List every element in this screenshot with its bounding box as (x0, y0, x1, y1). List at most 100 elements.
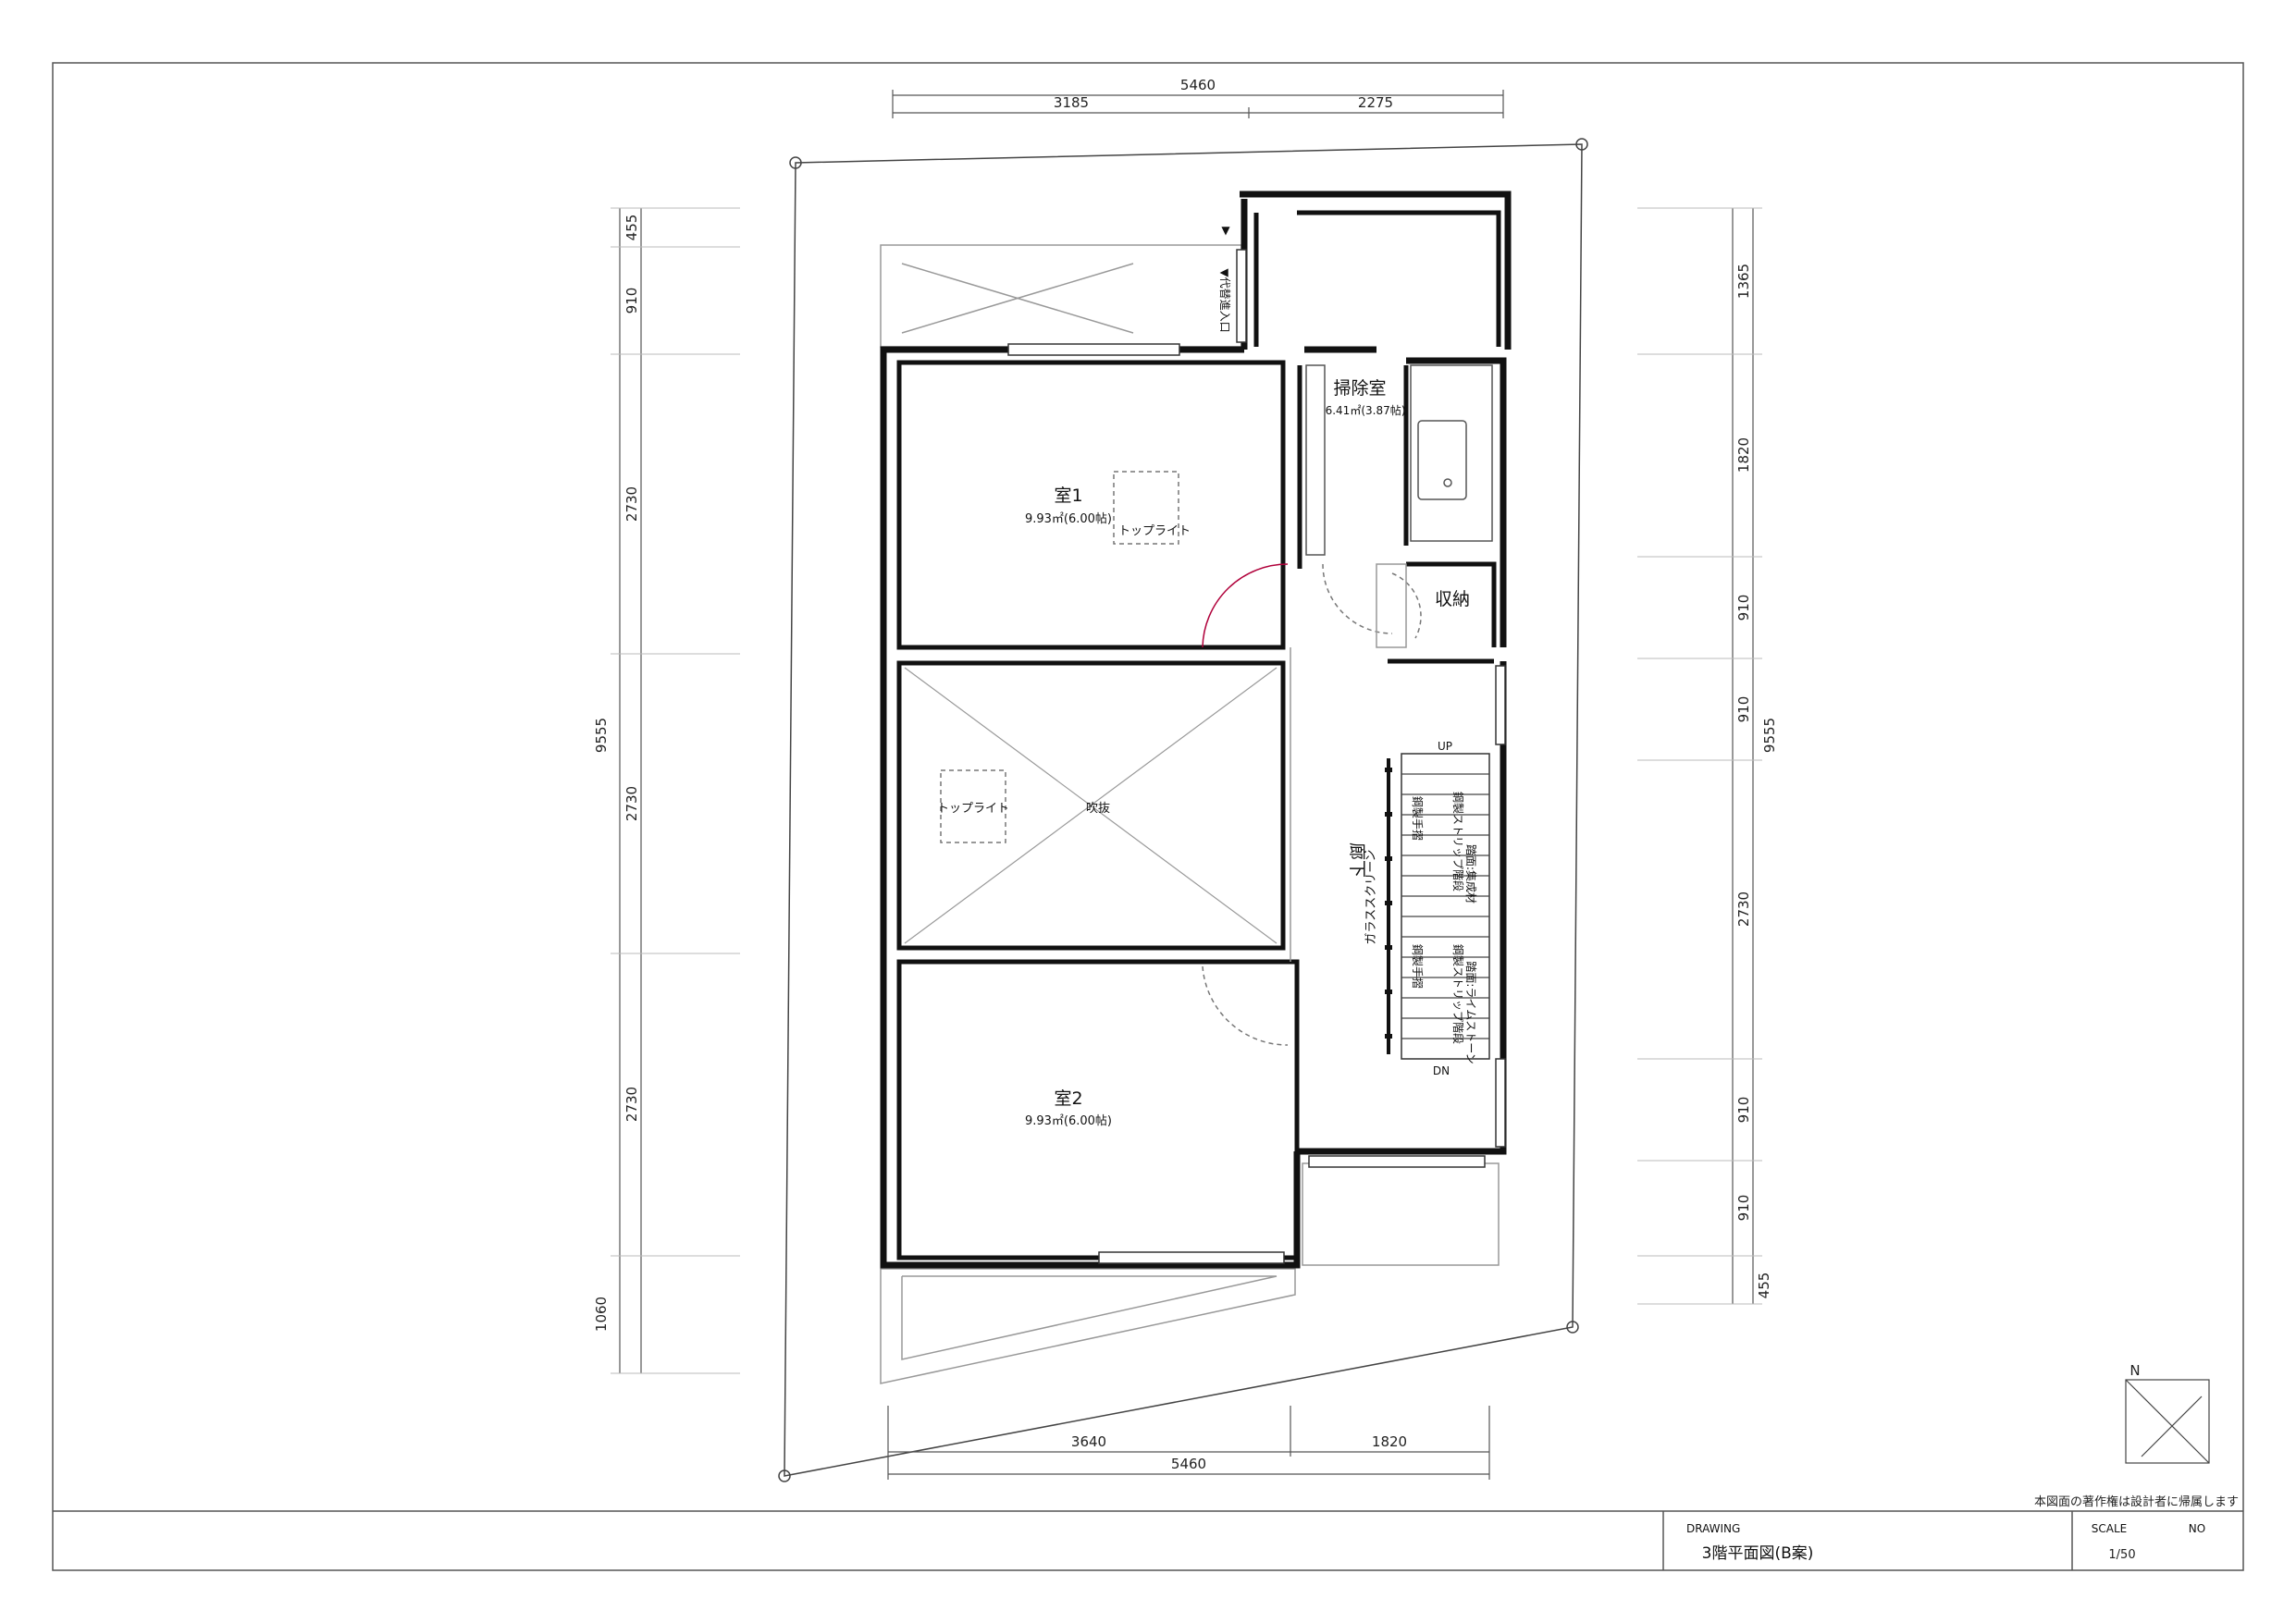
stairs (1401, 753, 1490, 1060)
window-corridor (1308, 1155, 1486, 1168)
alt-entry-label: ▼代替進入口 (1218, 268, 1231, 332)
north-balcony (880, 244, 1242, 348)
dim-right-segment: 2730 (1735, 891, 1752, 927)
copyright-note: 本図面の著作権は設計者に帰属します (2034, 1494, 2239, 1509)
void-name: 吹抜 (1086, 801, 1110, 816)
stair-note: 踏面:集成材 (1464, 844, 1478, 904)
cleaning-shelf (1305, 364, 1326, 556)
room1-skylight-label: トップライト (1118, 524, 1191, 538)
dimension-lines (619, 90, 1754, 1480)
exterior-walls (880, 191, 1512, 1269)
handrail-posts (1385, 768, 1392, 1039)
void-cross (904, 667, 1278, 944)
stair-up-label: UP (1438, 740, 1452, 753)
room1-area: 9.93㎡(6.00帖) (1025, 512, 1112, 526)
dim-left-segment: 2730 (623, 486, 640, 522)
stair-note: 鋼製ストリップ階段 (1451, 792, 1465, 891)
dim-right-segment: 910 (1735, 1097, 1752, 1124)
dim-left-segment: 2730 (623, 786, 640, 821)
sink (1417, 420, 1467, 500)
window-room1 (1007, 343, 1180, 356)
storage-name: 収納 (1435, 589, 1470, 609)
handrail-post (1385, 1034, 1392, 1039)
door-room1 (1202, 563, 1289, 648)
dim-right-total: 9555 (1761, 718, 1778, 753)
stair-note: 踏面:ライムストーン (1464, 961, 1477, 1064)
sheet-border (52, 62, 2244, 1571)
stair-treads (1401, 773, 1489, 1039)
cleaning-counter (1410, 364, 1493, 542)
handrail-post (1385, 768, 1392, 772)
window-stair-upper (1495, 665, 1506, 745)
site-corner-marker (1566, 1321, 1579, 1334)
handrail-post (1385, 812, 1392, 817)
dim-left-segment: 910 (623, 288, 640, 314)
door-swings (1202, 563, 1422, 1046)
handrail-post (1385, 990, 1392, 994)
stair-outline (1401, 753, 1490, 1060)
stair-note: 鋼製ストリップ階段 (1451, 944, 1465, 1044)
void-skylight-label: トップライト (937, 802, 1009, 816)
drawing-title: 3階平面図(B案) (1702, 1544, 1814, 1563)
windows (1007, 249, 1506, 1264)
dim-bottom-left: 3640 (1071, 1433, 1106, 1450)
room1-walls (896, 360, 1286, 650)
dim-right-segment: 1365 (1735, 264, 1752, 299)
stair-notes-upper: 鋼製手摺 鋼製ストリップ階段 踏面:集成材 (1411, 792, 1478, 904)
scale-label: SCALE (2092, 1522, 2127, 1535)
dim-bottom-total: 5460 (1171, 1456, 1206, 1472)
storage-door (1376, 563, 1407, 648)
room2-walls (896, 959, 1300, 1260)
stair-down-label: DN (1433, 1064, 1450, 1077)
skylight-void (940, 769, 1006, 843)
dim-right-segment: 455 (1756, 1273, 1772, 1299)
skylights (940, 471, 1179, 843)
site-corner-marker (778, 1469, 791, 1482)
sink-drain (1443, 478, 1452, 487)
dim-right-segment: 910 (1735, 696, 1752, 723)
void-walls (896, 660, 1286, 951)
dim-left-segment: 2730 (623, 1087, 640, 1122)
north-arrow-icon (2125, 1379, 2210, 1464)
room2-name: 室2 (1054, 1088, 1082, 1109)
window-stair-lower (1495, 1058, 1506, 1148)
south-balcony (880, 1268, 1296, 1384)
skylight-room1 (1113, 471, 1179, 545)
handrail-post (1385, 856, 1392, 861)
handrail-post (1385, 901, 1392, 905)
cleaning-room-area: 6.41㎡(3.87帖) (1326, 403, 1406, 417)
drawing-label: DRAWING (1686, 1522, 1740, 1535)
dimension-extensions (611, 207, 1762, 1374)
cleaning-room-fixtures (1305, 364, 1493, 648)
dim-top-left: 3185 (1054, 94, 1089, 111)
room1-name: 室1 (1054, 486, 1082, 506)
window-entry (1236, 249, 1247, 343)
alt-entry-marker: ▼ (1221, 224, 1230, 237)
site-corner-marker (1575, 138, 1588, 151)
corridor-name: 廊下 (1347, 842, 1367, 878)
window-room2 (1098, 1251, 1285, 1264)
door-room2 (1202, 965, 1289, 1046)
site-corner-marker (789, 156, 802, 169)
southeast-balcony (1302, 1162, 1500, 1266)
cleaning-room-name: 掃除室 (1333, 378, 1386, 399)
dim-top-total: 5460 (1180, 77, 1216, 93)
dim-right-segment: 1820 (1735, 437, 1752, 473)
dim-right-segment: 910 (1735, 595, 1752, 621)
dim-top-right: 2275 (1358, 94, 1393, 111)
door-storage (1391, 572, 1422, 639)
stair-note: 鋼製手摺 (1411, 944, 1425, 989)
dim-left-segment: 455 (623, 215, 640, 241)
north-label: N (2129, 1362, 2140, 1379)
dim-bottom-right: 1820 (1372, 1433, 1407, 1450)
scale-value: 1/50 (2108, 1548, 2135, 1562)
site-boundary (778, 138, 1588, 1482)
dim-left-total: 9555 (593, 718, 610, 753)
handrail-post (1385, 945, 1392, 950)
room2-area: 9.93㎡(6.00帖) (1025, 1114, 1112, 1128)
stair-notes-lower: 鋼製手摺 鋼製ストリップ階段 踏面:ライムストーン (1411, 944, 1477, 1064)
interior-walls (896, 210, 1501, 1260)
door-cleaning (1322, 563, 1393, 634)
dim-left-segment: 1060 (593, 1297, 610, 1332)
